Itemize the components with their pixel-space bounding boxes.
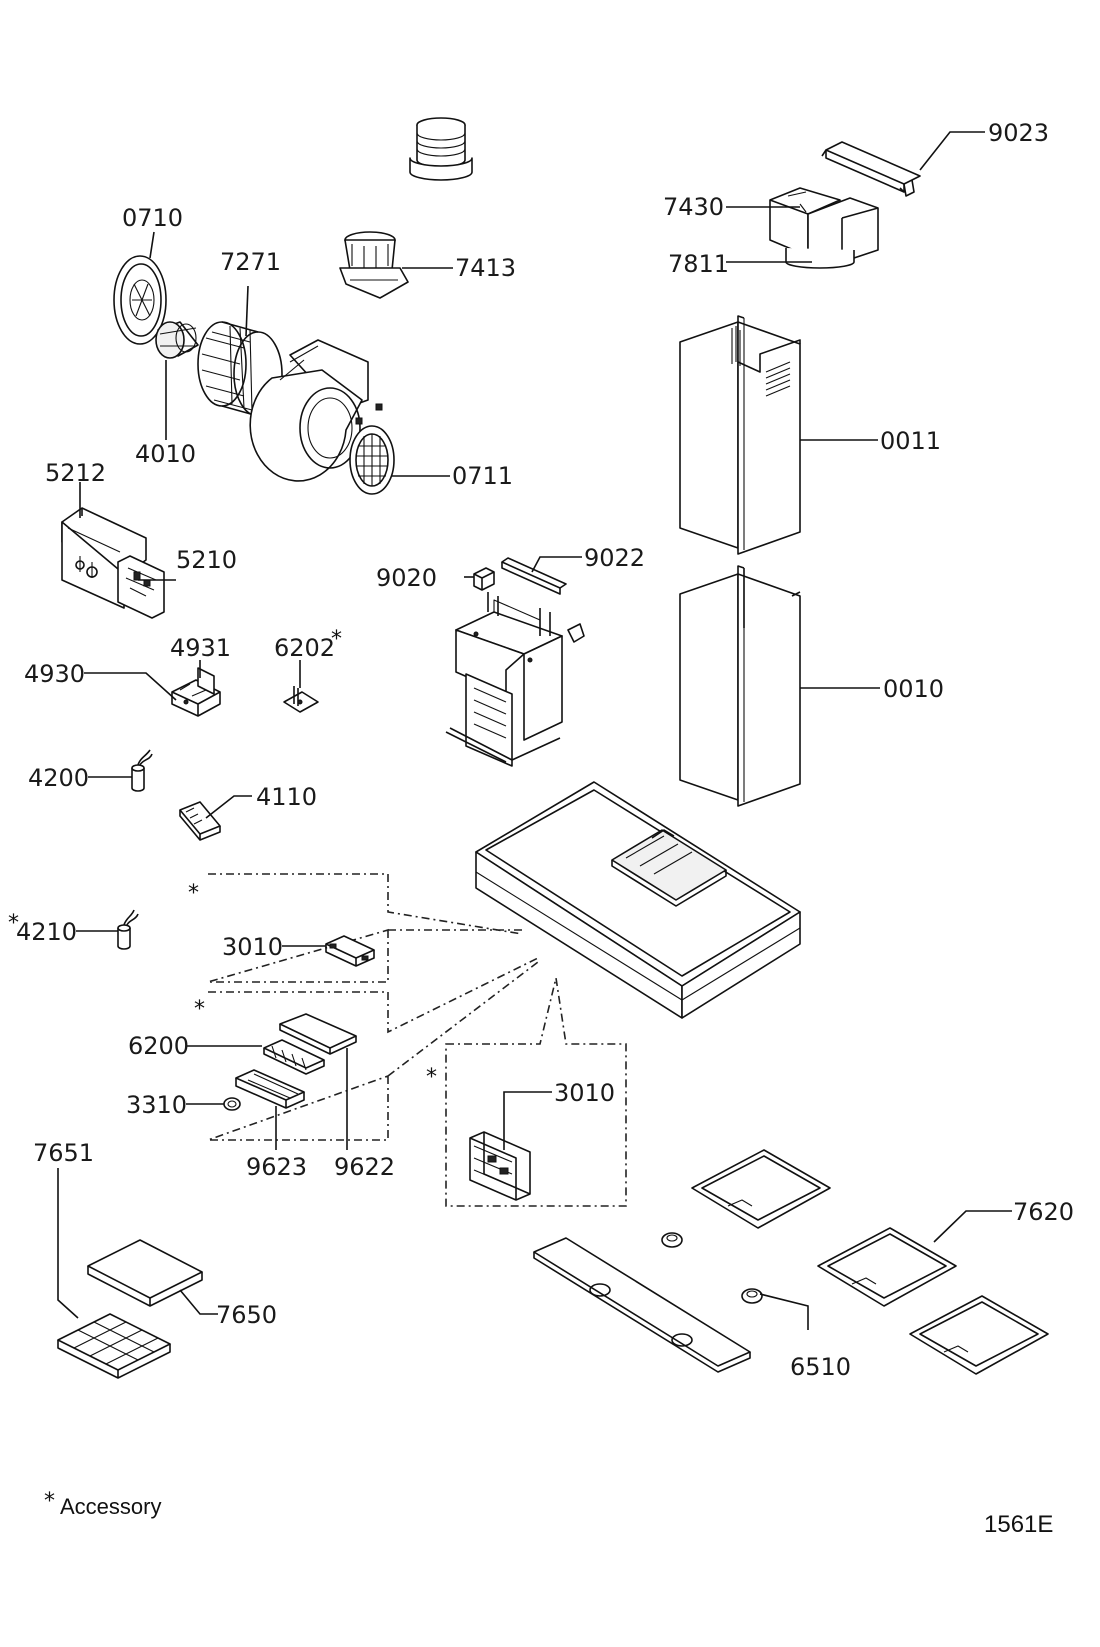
footnote-symbol: * [44,1489,55,1514]
label-9020: 9020 [376,564,437,592]
part-7620-grease-filter-2 [817,1227,957,1307]
label-3310: 3310 [126,1091,187,1119]
drawing-code: 1561E [984,1511,1053,1538]
part-4010-motor [155,321,199,359]
label-4930: 4930 [24,660,85,688]
label-9022: 9022 [584,544,645,572]
blower-housing-part [249,339,383,482]
label-5212: 5212 [45,459,106,487]
part-5210-circuit-board [117,555,165,619]
part-7413-outlet-adapter [339,231,409,299]
part-0711-grille [349,425,395,495]
part-7430-valve-box [769,187,879,263]
accessory-mark-box-middle: * [194,997,205,1022]
part-4931-switch-cover [183,667,215,705]
label-4110: 4110 [256,783,317,811]
part-4200-capacitor [131,749,153,792]
part-9623-button-frame [235,1069,305,1109]
label-7651: 7651 [33,1139,94,1167]
label-9023: 9023 [988,119,1049,147]
accessory-mark-box-bottom: * [426,1065,437,1090]
label-4931: 4931 [170,634,231,662]
label-0710: 0710 [122,204,183,232]
label-4200: 4200 [28,764,89,792]
part-9022-rail [501,557,567,595]
accessory-mark-6202: * [331,627,342,652]
part-3010-panel-bottom [469,1131,531,1201]
part-7811-seal [785,248,855,269]
part-7620-grease-filter-1 [691,1149,831,1229]
leader-lines [57,131,1012,1330]
part-0011-upper-chimney [679,315,801,555]
part-9023-bracket [821,141,921,197]
label-6510: 6510 [790,1353,851,1381]
label-6200: 6200 [128,1032,189,1060]
accessory-box-9622-group [207,957,539,1141]
part-5212-control-box [61,507,147,609]
part-9622-cover [279,1013,357,1055]
label-7620: 7620 [1013,1198,1074,1226]
label-0010: 0010 [883,675,944,703]
footnote-text: Accessory [60,1494,161,1519]
duct-collar-part [409,117,473,181]
part-3310-knob [223,1097,241,1111]
label-9623: 9623 [246,1153,307,1181]
part-7651-filter-frame [57,1313,171,1379]
label-7650: 7650 [216,1301,277,1329]
light-strip-part [533,1237,751,1373]
label-3010-bottom: 3010 [554,1079,615,1107]
label-7811: 7811 [668,250,729,278]
label-0711: 0711 [452,462,513,490]
label-4210: 4210 [16,918,77,946]
label-7271: 7271 [220,248,281,276]
part-0710-side-plate [113,255,167,345]
label-4010: 4010 [135,440,196,468]
part-4110-terminal-block [179,801,221,841]
motor-frame-part [445,592,585,767]
label-6202: 6202 [274,634,335,662]
label-7413: 7413 [455,254,516,282]
accessory-mark-4210: * [8,911,19,936]
part-7620-grease-filter-3 [909,1295,1049,1375]
label-7430: 7430 [663,193,724,221]
hood-canopy-part [475,781,801,1019]
accessory-box-3010-bottom [445,977,627,1207]
accessory-box-3010-top [207,873,523,983]
label-0011: 0011 [880,427,941,455]
label-3010-top: 3010 [222,933,283,961]
label-9622: 9622 [334,1153,395,1181]
part-6202-plate [283,686,319,713]
part-4210-capacitor [117,909,139,950]
part-7650-filter-pad [87,1239,203,1307]
accessory-mark-box-top: * [188,881,199,906]
part-3010-receiver-top [325,935,375,967]
label-5210: 5210 [176,546,237,574]
part-6200-button-board [263,1039,325,1075]
part-9020-clip [473,567,495,591]
part-0010-lower-chimney [679,565,801,807]
part-6510-lamp [661,1232,763,1304]
